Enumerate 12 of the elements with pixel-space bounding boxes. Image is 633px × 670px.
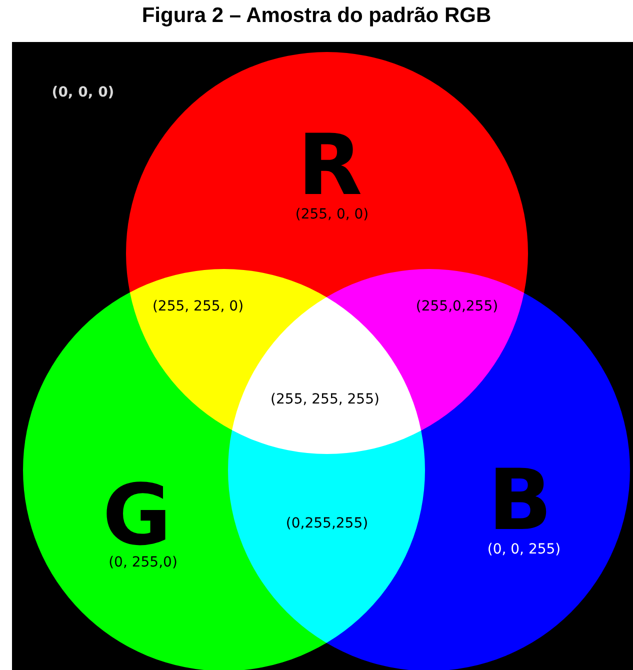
rgb-value: (255,0,255) (416, 298, 498, 316)
rgb-value: (255, 255, 0) (152, 298, 244, 316)
rgb-value: (255, 0, 0) (295, 206, 369, 224)
rgb-value: (0, 0, 0) (52, 84, 114, 102)
channel-letter: B (488, 458, 552, 542)
rgb-value: (0, 255,0) (108, 554, 178, 572)
figure-title: Figura 2 – Amostra do padrão RGB (140, 4, 492, 28)
channel-letter: R (298, 123, 362, 207)
channel-letter: G (102, 473, 172, 557)
rgb-value: (0, 0, 255) (487, 542, 561, 558)
rgb-value: (255, 255, 255) (270, 392, 380, 408)
rgb-value: (0,255,255) (286, 516, 368, 532)
